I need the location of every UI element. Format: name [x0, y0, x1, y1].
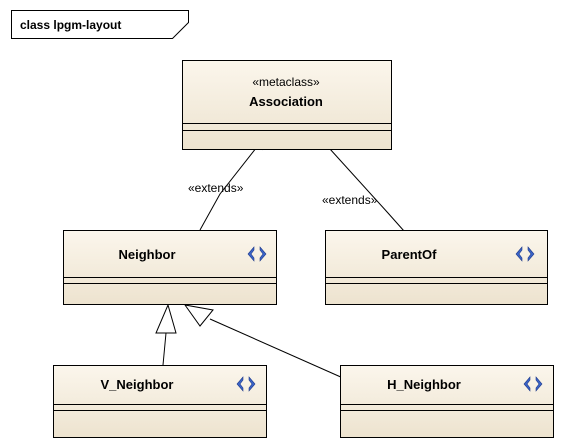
parent-of-extends-label: «extends» [322, 193, 378, 207]
neighbor-class-name: Neighbor [118, 247, 175, 262]
h-neighbor-generalization-line [209, 318, 344, 379]
diagram-frame-label: class lpgm-layout [20, 18, 121, 32]
class-h-neighbor[interactable]: H_Neighbor [340, 365, 554, 438]
class-neighbor[interactable]: Neighbor [63, 230, 277, 305]
class-parent-of[interactable]: ParentOf [325, 230, 548, 305]
v-neighbor-generalization-triangle [155, 303, 177, 334]
class-v-neighbor[interactable]: V_Neighbor [53, 365, 267, 438]
parent-of-extends-line [319, 137, 405, 232]
relation-lines [155, 136, 405, 379]
v-neighbor-generalization-line [162, 332, 167, 366]
association-stereotype: «metaclass» [252, 75, 320, 89]
class-association[interactable]: «metaclass» Association [180, 58, 392, 150]
h-neighbor-class-name: H_Neighbor [387, 377, 461, 392]
parent-of-class-name: ParentOf [382, 247, 438, 262]
association-class-name: Association [249, 94, 323, 109]
v-neighbor-class-name: V_Neighbor [101, 377, 174, 392]
neighbor-extends-line [199, 137, 265, 231]
diagram-frame-tab: class lpgm-layout [11, 10, 189, 39]
neighbor-extends-label: «extends» [188, 181, 244, 195]
h-neighbor-generalization-triangle [183, 304, 214, 327]
